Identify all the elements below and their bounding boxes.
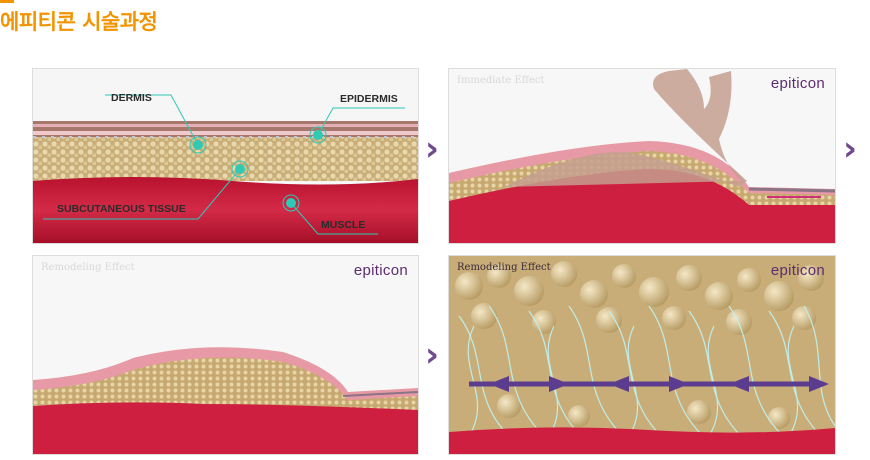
caption-immediate-effect: Immediate Effect — [457, 75, 545, 86]
skin-anatomy-illustration — [33, 69, 418, 243]
label-epidermis: EPIDERMIS — [340, 93, 398, 105]
epiticon-logo: epiticon — [353, 262, 408, 279]
collagen-fiber-illustration — [449, 256, 835, 454]
chevron-right-icon: › — [425, 129, 440, 169]
epiticon-logo: epiticon — [770, 75, 825, 92]
chevron-right-icon: › — [843, 129, 858, 169]
label-muscle: MUSCLE — [321, 219, 366, 231]
label-subcutaneous-tissue: SUBCUTANEOUS TISSUE — [57, 203, 186, 215]
page-title: 에피티콘 시술과정 — [0, 10, 158, 34]
panel-remodeling-effect-collagen: Remodeling Effect epiticon — [448, 255, 836, 455]
remodeling-skin-illustration — [33, 256, 418, 454]
caption-remodeling-effect: Remodeling Effect — [457, 262, 551, 273]
title-accent-bar — [0, 0, 14, 3]
panel-immediate-effect: Immediate Effect epiticon — [448, 68, 836, 244]
label-dermis: DERMIS — [111, 92, 152, 104]
panel-remodeling-effect-skin: Remodeling Effect epiticon — [32, 255, 419, 455]
chevron-right-icon: › — [425, 335, 440, 375]
immediate-effect-illustration — [449, 69, 835, 243]
caption-remodeling-effect: Remodeling Effect — [41, 262, 135, 273]
panel-skin-anatomy: DERMIS EPIDERMIS SUBCUTANEOUS TISSUE MUS… — [32, 68, 419, 244]
epiticon-logo: epiticon — [770, 262, 825, 279]
